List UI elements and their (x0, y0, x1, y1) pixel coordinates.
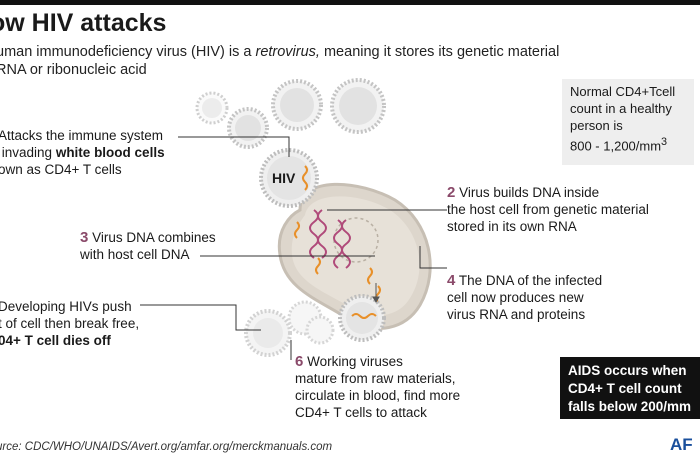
step-6-number: 6 (295, 353, 304, 370)
step-2-line2: the host cell from genetic material (447, 202, 649, 217)
subtitle-line2: RNA or ribonucleic acid (0, 62, 147, 78)
infobox-line4: 800 - 1,200/mm (570, 138, 662, 154)
subtitle-text-end: meaning it stores its genetic material (319, 44, 560, 60)
infobox-line1: Normal CD4+Tcell (570, 84, 676, 99)
step-2: 2 Virus builds DNA inside the host cell … (447, 184, 649, 235)
process-arrows (372, 283, 380, 303)
aidsbox-line2: CD4+ T cell count (568, 381, 682, 396)
step-1-line1: Attacks the immune system (0, 128, 164, 143)
step-3-line2: with host cell DNA (80, 247, 190, 262)
hiv-virus (259, 148, 319, 208)
step-3-number: 3 (80, 229, 89, 246)
step-6-line3: circulate in blood, find more (295, 388, 461, 403)
step-4-line1: The DNA of the infected (458, 273, 603, 288)
step-6-line1: Working viruses (307, 354, 403, 369)
step-2-number: 2 (447, 184, 456, 201)
aidsbox-line3: falls below 200/mm (568, 399, 692, 414)
top-bar (0, 0, 700, 5)
virus-particles-top (195, 78, 386, 149)
step-6-line4: CD4+ T cells to attack (295, 405, 427, 420)
subtitle-text: uman immunodeficiency virus (HIV) is a (0, 44, 256, 60)
aids-threshold-box: AIDS occurs when CD4+ T cell count falls… (560, 357, 700, 419)
step-5: Developing HIVs push t of cell then brea… (0, 298, 139, 349)
subtitle-emphasis: retrovirus, (255, 44, 320, 60)
step-5-bold: 04+ T cell dies off (0, 333, 111, 348)
step-1-line3: own as CD4+ T cells (0, 162, 122, 177)
page-title: ow HIV attacks (0, 9, 167, 37)
step-1-line2: invading (1, 145, 56, 160)
step-6: 6 Working viruses mature from raw materi… (295, 353, 460, 421)
normal-cd4-infobox: Normal CD4+Tcell count in a healthy pers… (562, 79, 694, 165)
infobox-superscript: 3 (661, 136, 668, 148)
budding-viruses (244, 294, 386, 357)
step-3: 3 Virus DNA combines with host cell DNA (80, 229, 216, 263)
step-4-number: 4 (447, 272, 456, 289)
dna-helix (309, 209, 351, 269)
step-5-line2: t of cell then break free, (0, 316, 140, 331)
step-1-bold: white blood cells (55, 145, 165, 160)
step-2-line3: stored in its own RNA (447, 219, 577, 234)
infobox-line3: person is (570, 118, 623, 133)
afp-logo-text: AF (670, 435, 693, 454)
aidsbox-line1: AIDS occurs when (568, 363, 687, 378)
hiv-label: HIV (272, 170, 296, 186)
afp-logo-icon: AF (668, 433, 700, 455)
leader-lines (140, 136, 447, 360)
source-credit: urce: CDC/WHO/UNAIDS/Avert.org/amfar.org… (0, 441, 333, 453)
infobox-line2: count in a healthy (570, 101, 672, 116)
subtitle: uman immunodeficiency virus (HIV) is a r… (0, 43, 686, 79)
step-6-line2: mature from raw materials, (295, 371, 456, 386)
step-3-line1: Virus DNA combines (92, 230, 216, 245)
step-2-line1: Virus builds DNA inside (459, 185, 600, 200)
step-1: Attacks the immune system invading white… (0, 127, 165, 178)
step-4-line2: cell now produces new (447, 290, 584, 305)
step-4: 4 The DNA of the infected cell now produ… (447, 272, 602, 323)
afp-logo: AF (668, 433, 700, 455)
step-4-line3: virus RNA and proteins (447, 307, 586, 322)
step-5-line1: Developing HIVs push (0, 299, 132, 314)
